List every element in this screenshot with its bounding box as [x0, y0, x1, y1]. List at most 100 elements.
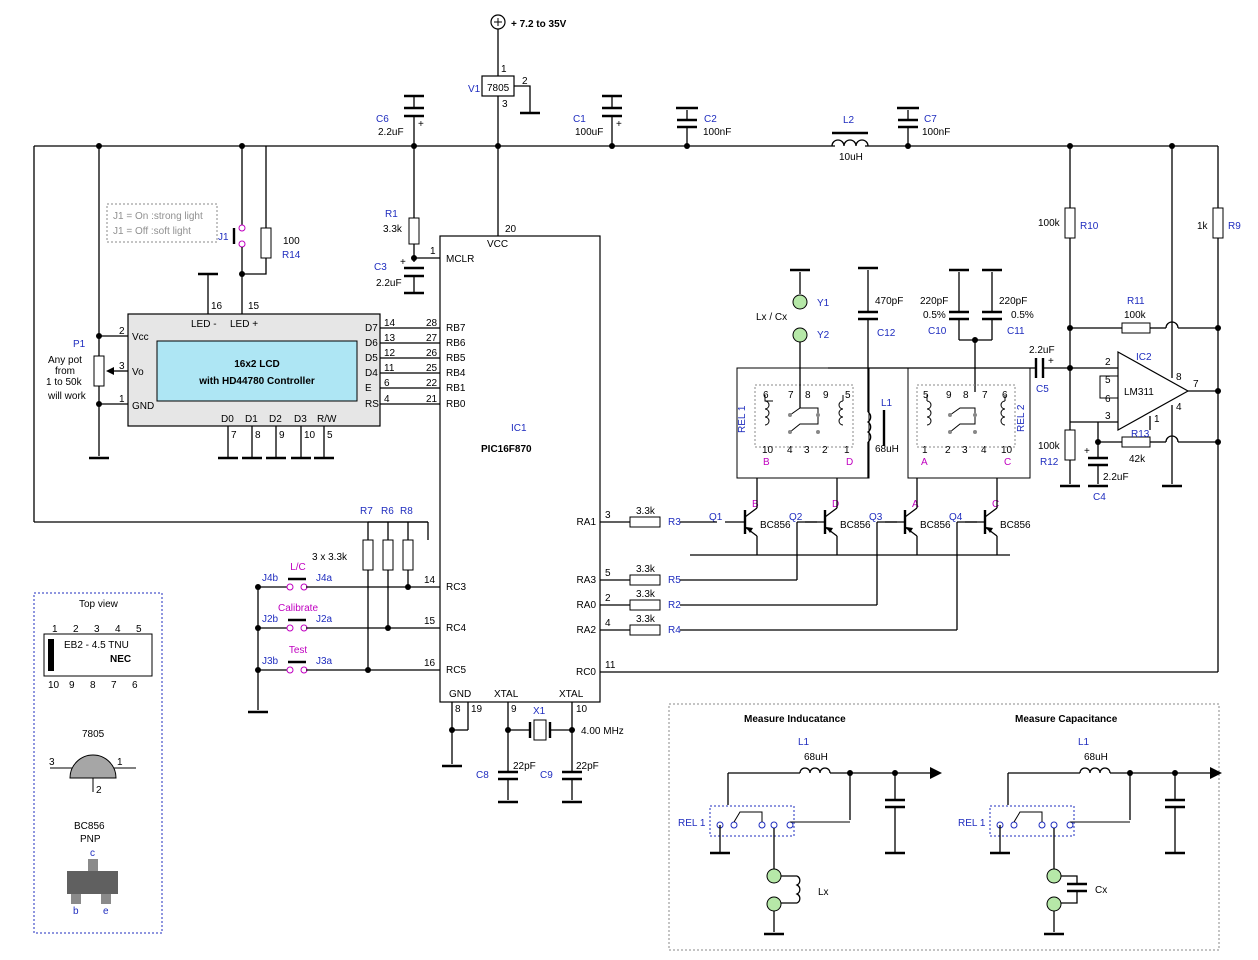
- svg-text:1: 1: [501, 64, 507, 75]
- relay-pin-number: 9: [946, 390, 952, 401]
- transistor-ref: Q1: [709, 512, 723, 523]
- svg-text:LM311: LM311: [1124, 387, 1154, 398]
- transistor-part: BC856: [1000, 520, 1031, 531]
- resistor-ref: R5: [668, 575, 681, 586]
- mcu-pin-ra2: RA2: [577, 625, 597, 636]
- lcd-pin-number: 14: [384, 318, 396, 329]
- svg-text:22pF: 22pF: [513, 761, 536, 772]
- legend-pin: 9: [69, 680, 75, 691]
- pot-p1: P1 Any pot from 1 to 50k will work: [46, 146, 128, 460]
- svg-text:X1: X1: [533, 706, 546, 717]
- mcu-pin-number: 28: [426, 318, 438, 329]
- svg-text:1: 1: [119, 394, 125, 405]
- svg-text:XTAL: XTAL: [494, 689, 519, 700]
- inductor-l1: L1 68uH: [866, 368, 899, 478]
- svg-text:22pF: 22pF: [576, 761, 599, 772]
- svg-text:7805: 7805: [82, 729, 105, 740]
- svg-text:XTAL: XTAL: [559, 689, 584, 700]
- mcu-pin-rc4: RC4: [446, 623, 466, 634]
- mcu-ground: 8 19: [442, 702, 483, 768]
- svg-text:42k: 42k: [1129, 454, 1146, 465]
- svg-text:19: 19: [471, 704, 483, 715]
- svg-text:J1: J1: [218, 232, 229, 243]
- svg-text:R10: R10: [1080, 221, 1099, 232]
- resistor-value: 3.3k: [636, 564, 656, 575]
- lcd-pin-number: 4: [384, 394, 390, 405]
- svg-text:Measure Inducatance: Measure Inducatance: [744, 714, 846, 725]
- svg-text:220pF: 220pF: [920, 296, 948, 307]
- svg-text:c: c: [90, 848, 95, 859]
- relay-pin-number: 8: [963, 390, 969, 401]
- svg-text:7805: 7805: [487, 83, 510, 94]
- svg-text:C1: C1: [573, 114, 586, 125]
- mcu-pin-number: 15: [424, 616, 436, 627]
- mcu-pin-number: 5: [605, 568, 611, 579]
- relay-pin-number: 3: [962, 445, 968, 456]
- supply-terminal: + 7.2 to 35V: [490, 14, 567, 76]
- relay-pin-number: 1: [844, 445, 850, 456]
- svg-text:C9: C9: [540, 770, 553, 781]
- mcu-pin-number: 27: [426, 333, 438, 344]
- lcd-pin-number: 8: [255, 430, 261, 441]
- svg-text:+: +: [1048, 356, 1054, 367]
- mcu-pin-number: 2: [605, 593, 611, 604]
- resistor-value: 3.3k: [636, 589, 656, 600]
- lcd-pin-number: 12: [384, 348, 396, 359]
- relay-rel1: REL 1: [736, 367, 870, 479]
- relay-pin-number: 10: [762, 445, 774, 456]
- svg-text:L1: L1: [881, 398, 893, 409]
- svg-text:Lx / Cx: Lx / Cx: [756, 312, 787, 323]
- legend-pin: 7: [111, 680, 117, 691]
- svg-text:3: 3: [49, 757, 55, 768]
- mcu-pin-rb0: RB0: [446, 399, 466, 410]
- svg-text:+: +: [400, 257, 406, 268]
- svg-text:PIC16F870: PIC16F870: [481, 444, 532, 455]
- lcd-pin-d5: D5: [365, 353, 378, 364]
- cap-c11: 220pF 0.5% C11: [982, 268, 1034, 340]
- svg-text:P1: P1: [73, 339, 86, 350]
- transistor-drivers: 3.3kR33.3kR53.3kR23.3kR4Q1BC856BQ2BC856D…: [600, 478, 1031, 636]
- svg-text:with HD44780 Controller: with HD44780 Controller: [198, 376, 315, 387]
- svg-text:NEC: NEC: [110, 654, 131, 665]
- jumper-right-label: J3a: [316, 656, 333, 667]
- lcd-pin-d1: D1: [245, 414, 258, 425]
- lcd-pin-number: 5: [327, 430, 333, 441]
- resistor-value: 3.3k: [636, 614, 656, 625]
- svg-text:C4: C4: [1093, 492, 1106, 503]
- svg-text:2.2uF: 2.2uF: [1103, 472, 1129, 483]
- svg-text:100nF: 100nF: [703, 127, 731, 138]
- lcd-pin-number: 9: [279, 430, 285, 441]
- lcd-pin-number: 10: [304, 430, 316, 441]
- svg-text:REL 2: REL 2: [1016, 404, 1027, 432]
- svg-text:3: 3: [119, 361, 125, 372]
- relay-pin-number: 7: [982, 390, 988, 401]
- svg-text:470pF: 470pF: [875, 296, 903, 307]
- svg-text:2: 2: [522, 76, 528, 87]
- legend-pin: 4: [115, 624, 121, 635]
- svg-text:GND: GND: [132, 401, 154, 412]
- lcd-pin-d7: D7: [365, 323, 378, 334]
- cap-c1: + C1 100uF: [573, 94, 622, 146]
- mcu-pin-number: 3: [605, 510, 611, 521]
- measure-l1-ref: L1: [1078, 737, 1090, 748]
- svg-text:PNP: PNP: [80, 834, 101, 845]
- svg-text:R14: R14: [282, 250, 301, 261]
- svg-text:100k: 100k: [1124, 310, 1147, 321]
- lcd-pin-d2: D2: [269, 414, 282, 425]
- svg-text:LED -: LED -: [191, 319, 217, 330]
- lcd-pin-number: 11: [384, 363, 395, 374]
- lcd-pin-number: 6: [384, 378, 390, 389]
- svg-text:+: +: [616, 119, 622, 130]
- svg-text:LED +: LED +: [230, 319, 258, 330]
- svg-text:2: 2: [96, 785, 102, 796]
- svg-text:IC1: IC1: [511, 423, 527, 434]
- legend-pin: 8: [90, 680, 96, 691]
- inductor-l2: L2 10uH: [831, 115, 869, 163]
- svg-text:Measure Capacitance: Measure Capacitance: [1015, 714, 1118, 725]
- svg-text:1: 1: [1154, 414, 1160, 425]
- relay-pin-number: 8: [805, 390, 811, 401]
- svg-text:20: 20: [505, 224, 517, 235]
